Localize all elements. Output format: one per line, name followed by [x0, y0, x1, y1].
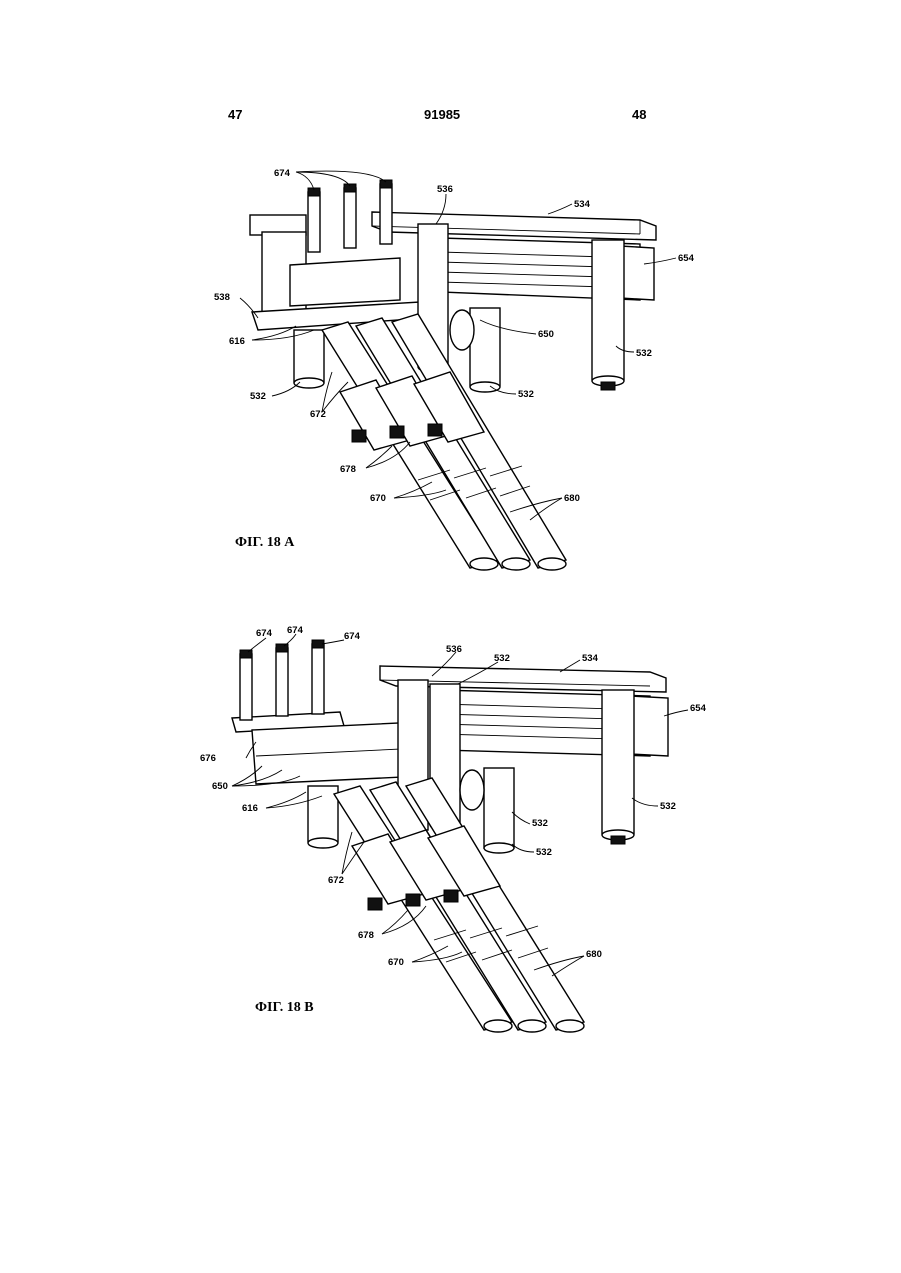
fig-b-label-532-top: 532: [494, 653, 510, 664]
figure-18a-caption: ФІГ. 18 А: [235, 535, 294, 551]
fig-b-label-672: 672: [328, 875, 344, 886]
fig-b-label-532-mid: 532: [532, 818, 548, 829]
figure-18b-drawing: 674 674 674 536 532 534 654 676 650 616 …: [0, 580, 901, 1080]
fig-a-label-654: 654: [678, 253, 695, 264]
fig-a-label-616: 616: [229, 336, 245, 347]
figure-18a-frame: [250, 180, 656, 392]
fig-b-label-674-a: 674: [256, 628, 273, 639]
figure-18b-caption: ФІГ. 18 В: [255, 1000, 314, 1016]
fig-b-label-680: 680: [586, 949, 602, 960]
fig-b-label-650: 650: [212, 781, 228, 792]
fig-b-label-678: 678: [358, 930, 374, 941]
fig-a-label-536: 536: [437, 184, 453, 195]
fig-a-label-678: 678: [340, 464, 356, 475]
fig-a-label-670: 670: [370, 493, 386, 504]
fig-b-label-536: 536: [446, 644, 462, 655]
fig-b-label-674-c: 674: [344, 631, 361, 642]
fig-a-label-532-left: 532: [250, 391, 266, 402]
fig-a-label-532-mid: 532: [518, 389, 534, 400]
fig-b-label-532-right: 532: [660, 801, 676, 812]
fig-a-label-672: 672: [310, 409, 326, 420]
fig-a-label-534: 534: [574, 199, 591, 210]
fig-b-label-676: 676: [200, 753, 216, 764]
fig-b-label-674-b: 674: [287, 625, 304, 636]
fig-a-label-538: 538: [214, 292, 230, 303]
fig-b-label-654: 654: [690, 703, 707, 714]
fig-a-label-532-right: 532: [636, 348, 652, 359]
fig-a-label-650: 650: [538, 329, 554, 340]
fig-b-label-532-low: 532: [536, 847, 552, 858]
fig-b-label-534: 534: [582, 653, 599, 664]
fig-b-label-616: 616: [242, 803, 258, 814]
figure-18a-drawing: 674 536 534 654 538 616 650 532 532 532 …: [0, 0, 901, 600]
fig-a-label-674: 674: [274, 168, 291, 179]
fig-a-label-680: 680: [564, 493, 580, 504]
fig-b-label-670: 670: [388, 957, 404, 968]
